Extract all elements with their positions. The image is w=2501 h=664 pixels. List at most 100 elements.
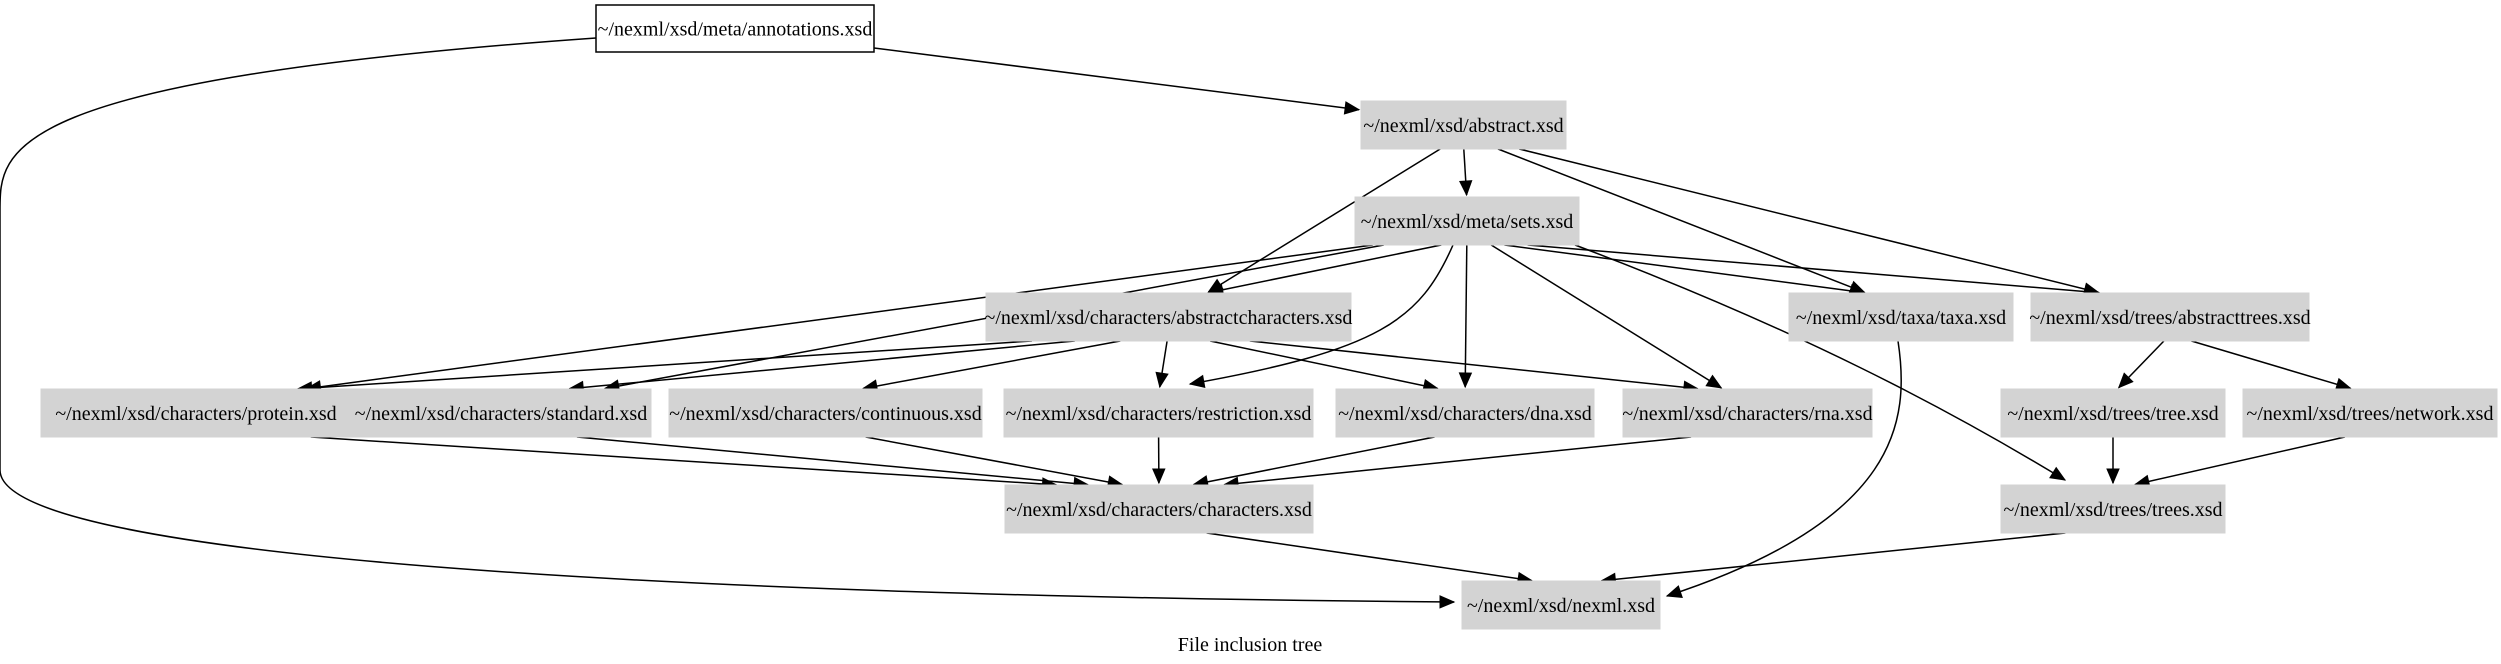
edge-line — [1666, 340, 1902, 597]
node-abstracttrees: ~/nexml/xsd/trees/abstracttrees.xsd — [2029, 292, 2311, 342]
node-tree: ~/nexml/xsd/trees/tree.xsd — [2000, 388, 2226, 438]
edge-abstracttrees-to-tree — [2117, 340, 2165, 389]
edge-abstracttrees-to-network — [2191, 340, 2352, 391]
arrowhead-icon — [1459, 180, 1473, 197]
edge-abstract-to-sets — [1459, 148, 1473, 197]
edge-line — [297, 340, 1033, 390]
edge-line — [1208, 244, 1442, 294]
edge-abstractcharacters-to-restriction — [1155, 340, 1169, 389]
node-label: ~/nexml/xsd/trees/network.xsd — [2247, 403, 2494, 425]
edge-line — [306, 244, 1374, 390]
node-label: ~/nexml/xsd/abstract.xsd — [1363, 115, 1563, 137]
node-box — [1354, 196, 1580, 246]
arrowhead-icon — [2334, 377, 2352, 391]
edge-line — [569, 340, 1075, 390]
node-label: ~/nexml/xsd/trees/trees.xsd — [2003, 499, 2222, 521]
edge-rna-to-characters — [1222, 436, 1692, 491]
arrowhead-icon — [1155, 371, 1169, 389]
node-label: ~/nexml/xsd/characters/dna.xsd — [1338, 403, 1592, 425]
edge-restriction-to-characters — [1152, 436, 1166, 485]
arrowhead-icon — [1665, 585, 1683, 598]
node-rna: ~/nexml/xsd/characters/rna.xsd — [1622, 388, 1873, 438]
edge-line — [1193, 436, 1435, 486]
node-network: ~/nexml/xsd/trees/network.xsd — [2242, 388, 2498, 438]
node-label: ~/nexml/xsd/trees/tree.xsd — [2007, 403, 2218, 425]
arrowhead-icon — [1188, 374, 1206, 389]
edge-line — [1504, 244, 1865, 294]
node-box — [1788, 292, 2014, 342]
node-label: ~/nexml/xsd/characters/standard.xsd — [355, 403, 647, 425]
edge-sets-to-dna — [1458, 244, 1473, 389]
node-box — [2242, 388, 2498, 438]
edge-line — [1209, 340, 1438, 390]
arrowhead-icon — [1343, 101, 1361, 115]
edge-sets-to-restriction — [1188, 244, 1454, 389]
edge-tree-to-trees — [2106, 437, 2120, 485]
arrowhead-icon — [1152, 468, 1166, 485]
node-box — [668, 388, 983, 438]
node-characters: ~/nexml/xsd/characters/characters.xsd — [1004, 484, 1314, 534]
edge-line — [1208, 148, 1441, 293]
edge-network-to-trees — [2133, 436, 2346, 488]
edge-abstractcharacters-to-rna — [1249, 340, 1700, 395]
node-box — [1461, 580, 1661, 630]
edge-line — [873, 47, 1360, 111]
edge-line — [1189, 244, 1454, 385]
edge-line — [2134, 436, 2346, 486]
node-label: ~/nexml/xsd/characters/restriction.xsd — [1006, 403, 1312, 425]
node-box — [1004, 484, 1314, 534]
node-box — [2000, 484, 2226, 534]
edge-protein-to-characters — [310, 436, 1058, 491]
node-abstractcharacters: ~/nexml/xsd/characters/abstractcharacter… — [985, 292, 1352, 342]
node-abstract: ~/nexml/xsd/abstract.xsd — [1360, 100, 1567, 150]
node-sets: ~/nexml/xsd/meta/sets.xsd — [1354, 196, 1580, 246]
node-label: ~/nexml/xsd/meta/annotations.xsd — [598, 19, 873, 41]
node-box — [1335, 388, 1595, 438]
edge-abstract-to-abstracttrees — [1519, 148, 2100, 296]
node-label: ~/nexml/xsd/trees/abstracttrees.xsd — [2029, 307, 2310, 329]
node-box — [985, 292, 1352, 342]
node-annotations: ~/nexml/xsd/meta/annotations.xsd — [595, 4, 875, 53]
edge-line — [2191, 340, 2351, 390]
edge-line — [0, 37, 1455, 603]
node-standard: ~/nexml/xsd/characters/standard.xsd — [350, 388, 652, 438]
node-label: ~/nexml/xsd/characters/rna.xsd — [1622, 403, 1872, 425]
nodes-layer: ~/nexml/xsd/meta/annotations.xsd ~/nexml/… — [40, 4, 2498, 630]
node-trees: ~/nexml/xsd/trees/trees.xsd — [2000, 484, 2226, 534]
edge-abstractcharacters-to-protein — [296, 340, 1033, 395]
node-restriction: ~/nexml/xsd/characters/restriction.xsd — [1003, 388, 1314, 438]
edge-sets-to-rna — [1490, 244, 1723, 389]
node-label: ~/nexml/xsd/nexml.xsd — [1467, 595, 1655, 617]
edge-taxa-to-nexml — [1665, 340, 1902, 598]
edge-line — [1490, 244, 1722, 389]
node-box — [2000, 388, 2226, 438]
node-protein: ~/nexml/xsd/characters/protein.xsd — [40, 388, 352, 438]
node-box — [595, 4, 875, 53]
node-box — [350, 388, 652, 438]
edge-line — [576, 436, 1089, 486]
edge-line — [862, 340, 1121, 390]
arrowhead-icon — [2106, 468, 2120, 485]
edges-layer — [0, 37, 2352, 609]
node-nexml: ~/nexml/xsd/nexml.xsd — [1461, 580, 1661, 630]
node-taxa: ~/nexml/xsd/taxa/taxa.xsd — [1788, 292, 2014, 342]
arrowhead-icon — [2049, 466, 2067, 481]
edge-line — [1527, 244, 2100, 294]
node-box — [40, 388, 352, 438]
edge-line — [865, 436, 1123, 486]
node-continuous: ~/nexml/xsd/characters/continuous.xsd — [668, 388, 983, 438]
edge-line — [1601, 532, 2066, 582]
edge-line — [1519, 148, 2099, 294]
edge-line — [310, 436, 1057, 486]
arrowhead-icon — [1458, 372, 1473, 389]
node-label: ~/nexml/xsd/characters/characters.xsd — [1006, 499, 1312, 521]
edge-trees-to-nexml — [1600, 532, 2066, 587]
node-dna: ~/nexml/xsd/characters/dna.xsd — [1335, 388, 1595, 438]
diagram-caption: File inclusion tree — [1178, 634, 1323, 656]
edge-annotations-to-nexml — [0, 37, 1456, 609]
node-label: ~/nexml/xsd/characters/protein.xsd — [55, 403, 336, 425]
arrowhead-icon — [2117, 372, 2134, 389]
edge-characters-to-nexml — [1206, 532, 1534, 586]
node-label: ~/nexml/xsd/taxa/taxa.xsd — [1796, 307, 2006, 329]
